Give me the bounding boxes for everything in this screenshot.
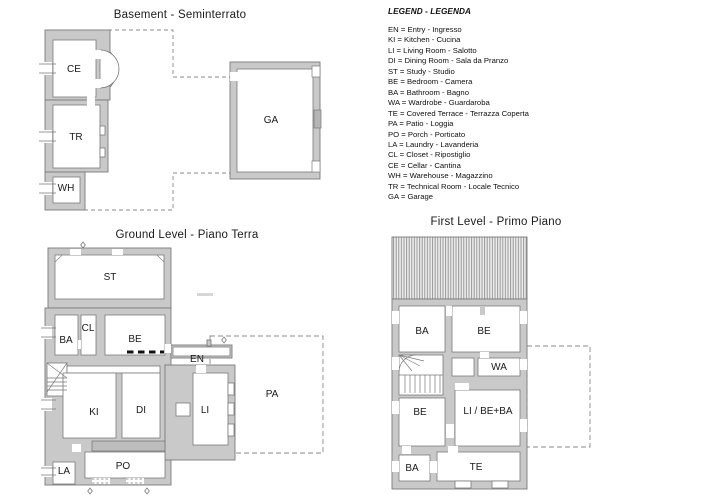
basement-title: Basement - Seminterrato	[113, 9, 247, 21]
roof-hatch	[391, 236, 528, 300]
legend-item: CL = Closet - Ripostiglio	[388, 150, 471, 160]
legend-item: DI = Dining Room - Sala da Pranzo	[388, 56, 509, 66]
legend-item: WH = Warehouse - Magazzino	[388, 171, 493, 181]
room-label-ce: CE	[67, 64, 81, 75]
diamond-marker-icon	[80, 241, 86, 249]
room-label-st: ST	[104, 272, 117, 283]
basement-window-ticks	[39, 63, 56, 194]
legend-item: CE = Cellar - Cantina	[388, 160, 461, 170]
legend-item: TR = Technical Room - Locale Tecnico	[388, 181, 520, 191]
legend-item: GA = Garage	[388, 192, 434, 202]
room-label-wa: WA	[491, 362, 507, 373]
room-label-ba-bottom: BA	[405, 463, 419, 474]
legend-item: PA = Patio - Loggia	[388, 119, 454, 129]
diamond-marker-icon	[144, 487, 150, 495]
basement-plan: CE TR WH GA	[39, 29, 322, 211]
legend-item: WA = Wardrobe - Guardaroba	[388, 98, 490, 108]
legend-item: PO = Porch - Porticato	[388, 129, 466, 139]
diamond-marker-icon	[221, 336, 227, 344]
room-label-cl: CL	[82, 323, 95, 334]
legend-item: EN = Entry - Ingresso	[388, 25, 462, 34]
legend-item: LI = Living Room - Salotto	[388, 45, 477, 55]
room-label-ba-top: BA	[415, 326, 429, 337]
ground-plan: ST BA CL BE EN KI DI LI PA LA PO	[41, 241, 324, 495]
first-dashed-outline	[526, 345, 591, 448]
room-label-li-be-ba: LI / BE+BA	[463, 406, 513, 417]
room-label-ki: KI	[89, 407, 98, 418]
diamond-markers	[80, 241, 227, 495]
garage	[229, 61, 322, 180]
first-plan: BA BE WA BE LI / BE+BA BA TE	[391, 236, 591, 490]
legend-item: KI = Kitchen - Cucina	[388, 35, 461, 45]
room-label-be-left: BE	[413, 407, 427, 418]
room-label-ba: BA	[59, 335, 73, 346]
room-label-be-top: BE	[477, 326, 491, 337]
room-label-tr: TR	[69, 132, 82, 143]
basement-rooms	[43, 39, 120, 204]
room-label-wh: WH	[58, 183, 75, 194]
room-label-li: LI	[201, 405, 209, 416]
ground-rooms	[44, 249, 235, 485]
legend-item: ST = Study - Studio	[388, 66, 455, 76]
room-label-po: PO	[116, 461, 131, 472]
room-label-la: LA	[58, 466, 71, 477]
ground-window-ticks	[41, 254, 165, 484]
first-title: First Level - Primo Piano	[430, 216, 562, 228]
ground-title: Ground Level - Piano Terra	[115, 229, 259, 241]
ground-staircase	[46, 362, 68, 393]
room-label-di: DI	[136, 405, 146, 416]
basement-dashed-boundary	[84, 29, 230, 211]
legend-item: LA = Laundry - Lavanderia	[388, 139, 479, 149]
room-label-te: TE	[470, 462, 483, 473]
legend-item: TE = Covered Terrace - Terrazza Coperta	[388, 108, 529, 118]
porch-step	[91, 440, 166, 452]
legend-title: LEGEND - LEGENDA	[388, 7, 472, 16]
first-rooms	[392, 305, 527, 489]
room-label-pa: PA	[266, 389, 279, 400]
first-staircase	[398, 354, 443, 393]
room-label-be: BE	[128, 334, 142, 345]
legend-item: BE = Bedroom - Camera	[388, 77, 473, 87]
room-label-ga: GA	[264, 115, 279, 126]
room-label-en: EN	[190, 354, 204, 365]
faint-mark	[197, 293, 213, 296]
diamond-marker-icon	[87, 487, 93, 495]
legend-item: BA = Bathroom - Bagno	[388, 87, 469, 97]
